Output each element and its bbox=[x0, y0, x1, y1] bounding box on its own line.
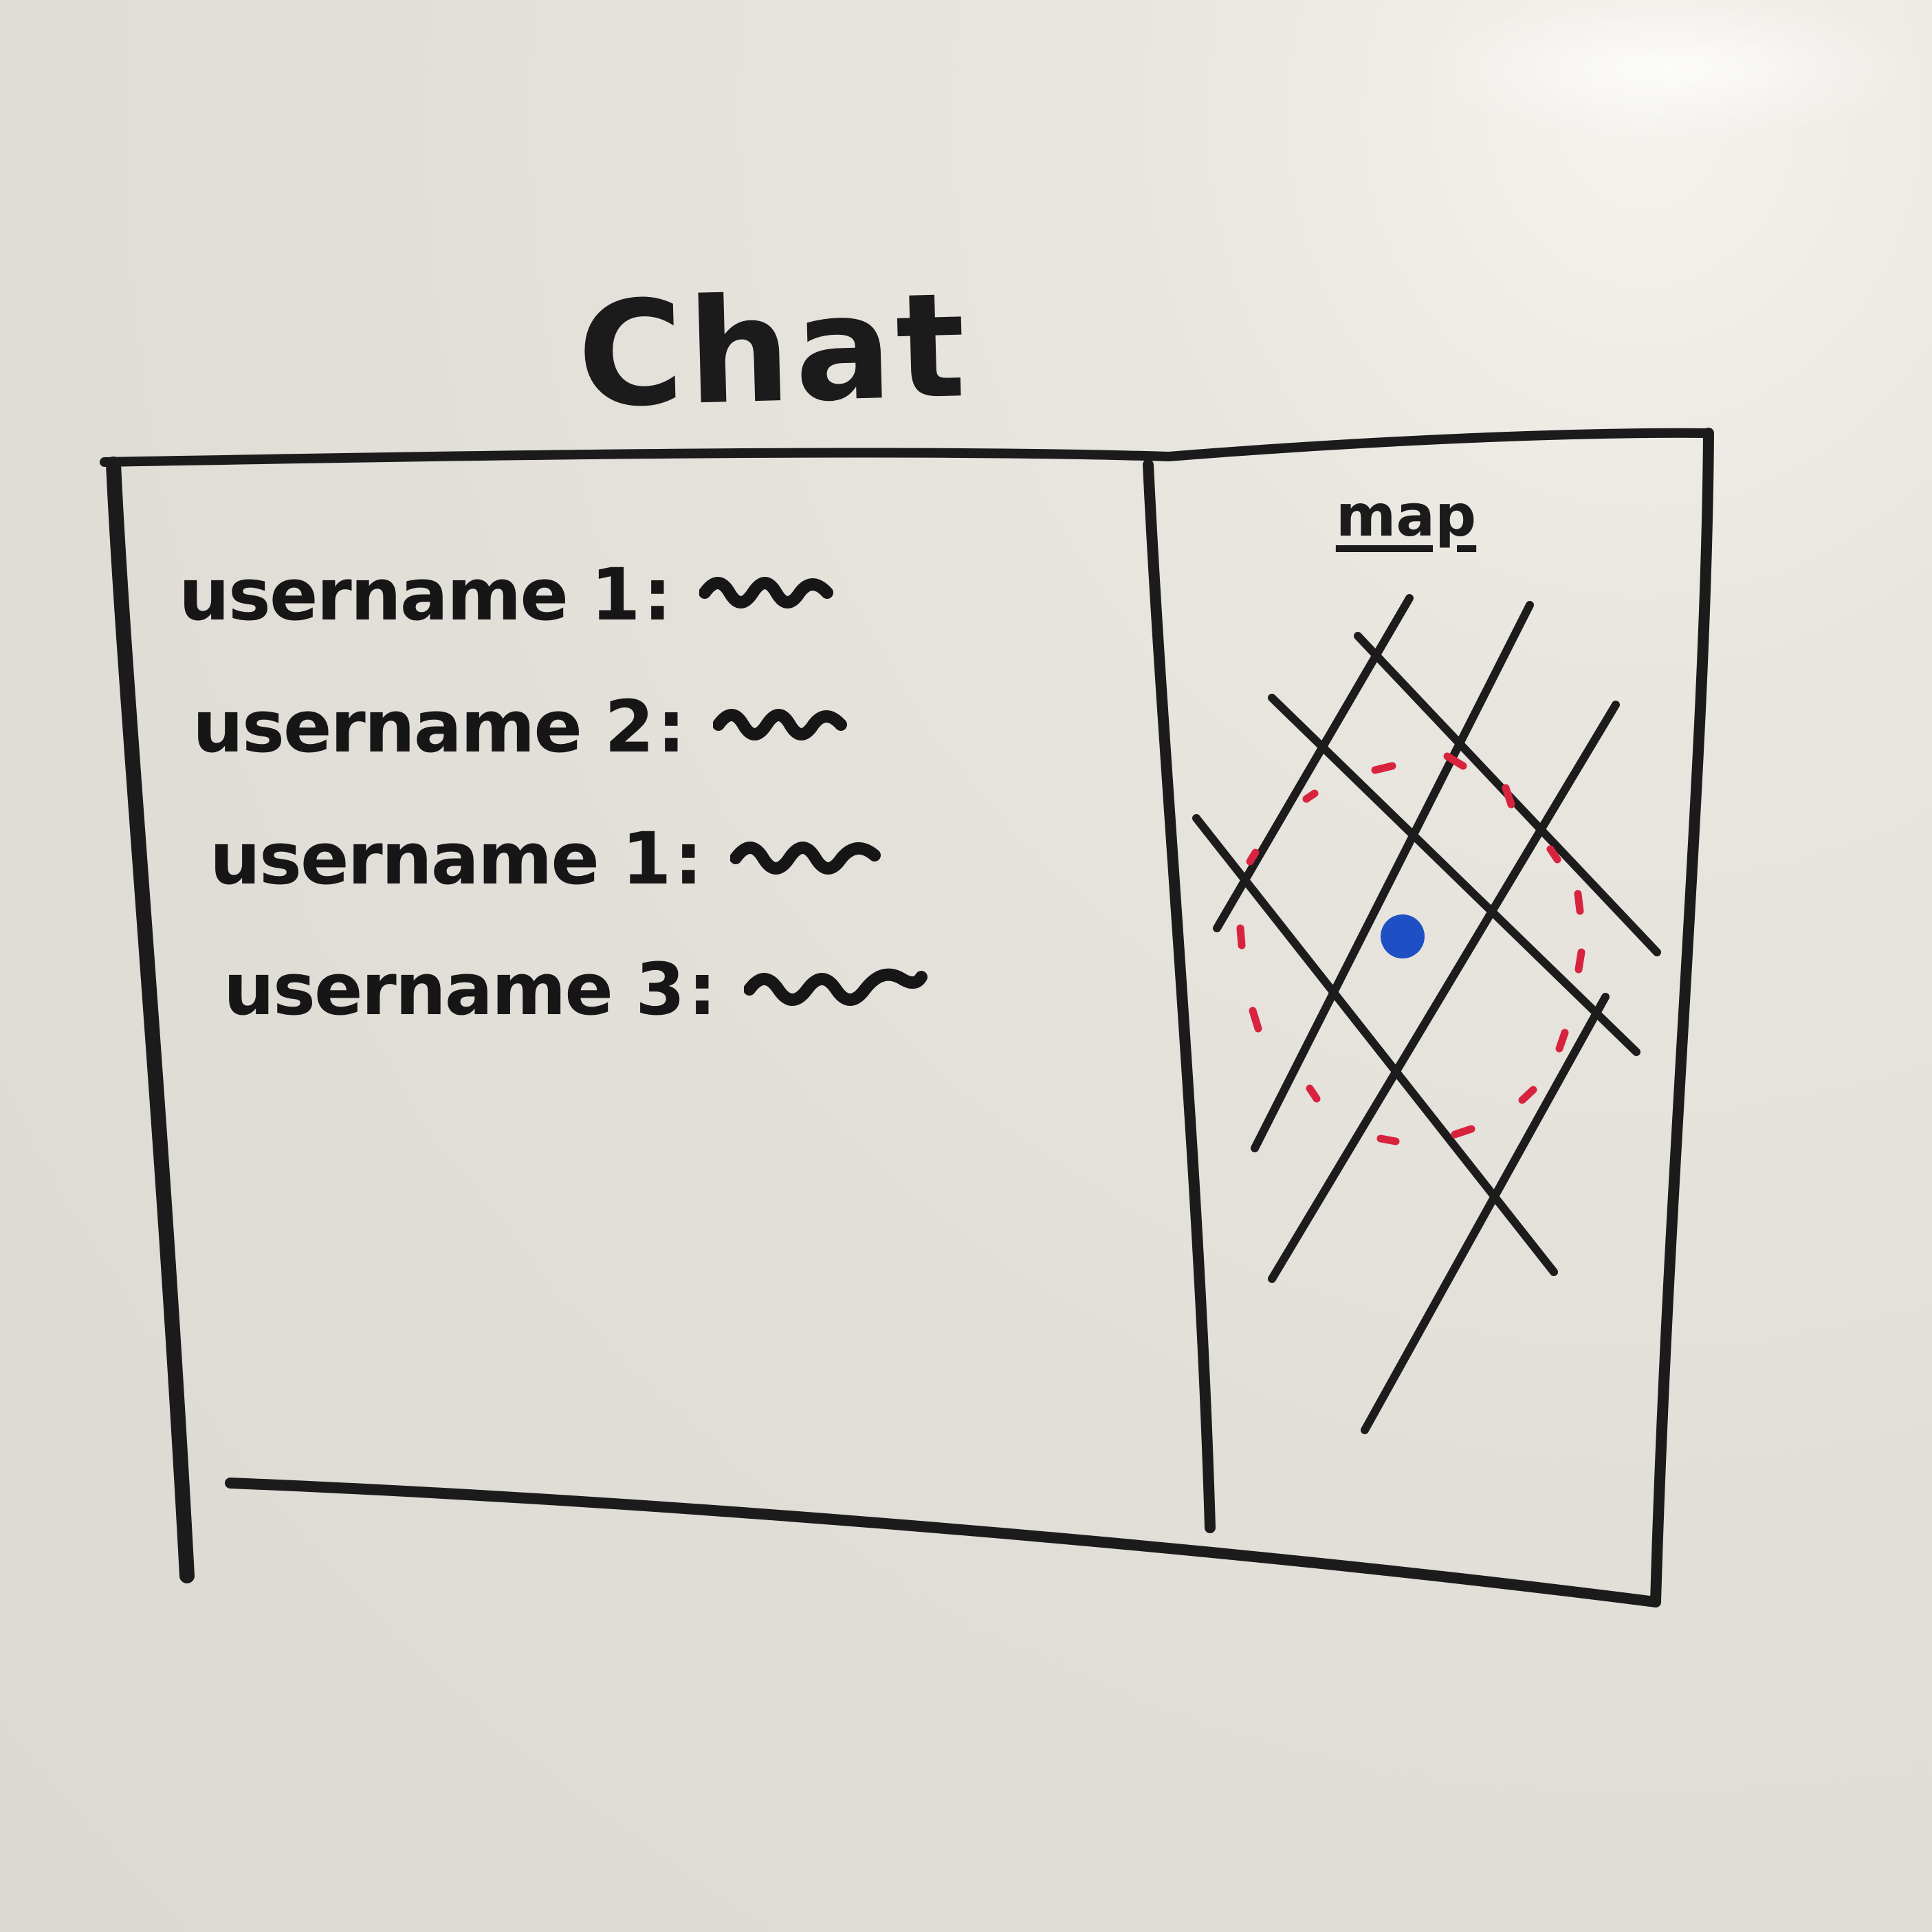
map-road bbox=[1192, 814, 1558, 1276]
panel-divider bbox=[1143, 459, 1216, 1533]
map-label: map bbox=[1335, 482, 1477, 549]
chat-message: username 3 : bbox=[223, 938, 930, 1041]
map-radius-circle bbox=[1236, 752, 1585, 1145]
window-right-border bbox=[1650, 428, 1714, 1607]
current-location-marker[interactable] bbox=[1381, 914, 1425, 958]
map-roads bbox=[1192, 594, 1661, 1434]
message-separator: : bbox=[657, 685, 686, 769]
map-road bbox=[1361, 993, 1610, 1434]
chat-message: username 2 : bbox=[193, 675, 864, 778]
message-text-placeholder bbox=[730, 842, 881, 875]
chat-message: username 1 : bbox=[179, 543, 850, 646]
window-top-border bbox=[100, 428, 1713, 467]
message-separator: : bbox=[643, 553, 672, 637]
map-road bbox=[1268, 701, 1620, 1283]
message-text-placeholder bbox=[713, 709, 848, 740]
map-panel[interactable]: map bbox=[1183, 468, 1678, 1540]
map-road bbox=[1268, 694, 1640, 1056]
map-road bbox=[1251, 601, 1534, 1152]
message-separator: : bbox=[674, 817, 703, 901]
window-left-border bbox=[106, 457, 195, 1583]
message-username: username 3 bbox=[223, 947, 685, 1031]
map-view[interactable] bbox=[1183, 468, 1678, 1540]
chat-panel: username 1 : username 2 : username 1 : u… bbox=[172, 523, 1100, 1416]
message-text-placeholder bbox=[744, 968, 928, 1006]
message-text-placeholder bbox=[699, 577, 834, 608]
message-username: username 2 bbox=[193, 685, 654, 769]
window-bottom-border bbox=[225, 1478, 1661, 1607]
message-separator: : bbox=[688, 947, 717, 1031]
message-username: username 1 bbox=[179, 553, 640, 637]
message-username: username 1 bbox=[210, 817, 671, 901]
chat-message: username 1 : bbox=[210, 807, 895, 910]
